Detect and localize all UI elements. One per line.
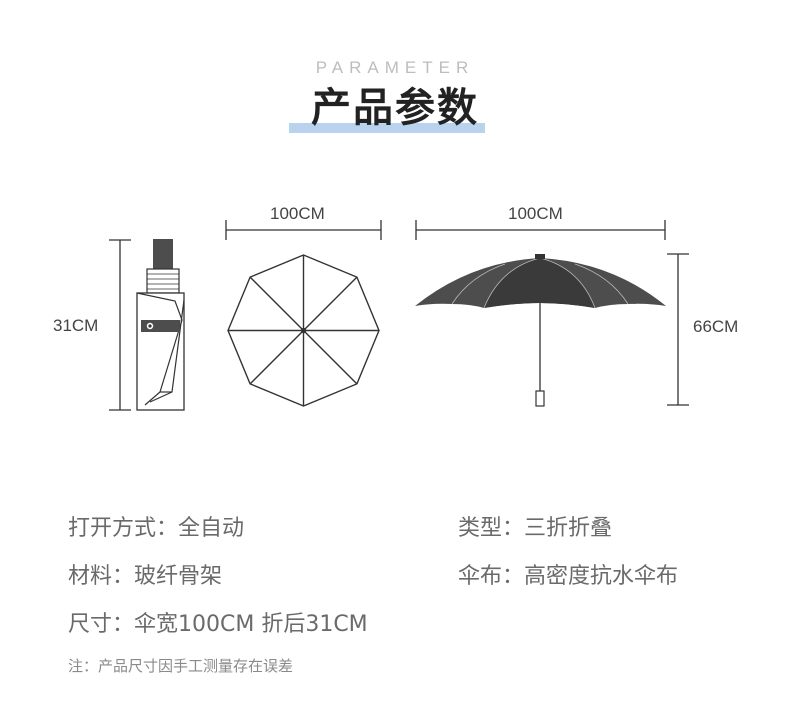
open-width-dimension — [415, 220, 666, 240]
spec-type: 类型：三折折叠 — [458, 516, 613, 541]
top-view-width-label: 100CM — [270, 204, 325, 223]
open-umbrella-side-view — [415, 254, 666, 407]
spec-fabric: 伞布：高密度抗水伞布 — [458, 564, 679, 589]
top-view-width-dimension — [225, 220, 382, 240]
folded-height-label: 31CM — [53, 316, 99, 335]
open-height-dimension — [667, 253, 689, 406]
spec-material: 材料：玻纤骨架 — [68, 564, 223, 589]
open-width-label: 100CM — [508, 204, 563, 223]
page-title: 产品参数 — [311, 85, 479, 131]
section-subtitle: PARAMETER — [315, 58, 475, 77]
spec-open-mode: 打开方式：全自动 — [68, 516, 245, 541]
open-height-label: 66CM — [693, 317, 739, 336]
umbrella-top-view — [227, 254, 380, 407]
folded-umbrella-illustration — [136, 239, 185, 411]
measurement-note: 注：产品尺寸因手工测量存在误差 — [68, 657, 294, 675]
title-wrapper: 产品参数 — [0, 84, 790, 132]
title-underline — [289, 123, 485, 133]
folded-height-dimension — [109, 239, 131, 411]
spec-size: 尺寸：伞宽100CM 折后31CM — [68, 612, 368, 637]
